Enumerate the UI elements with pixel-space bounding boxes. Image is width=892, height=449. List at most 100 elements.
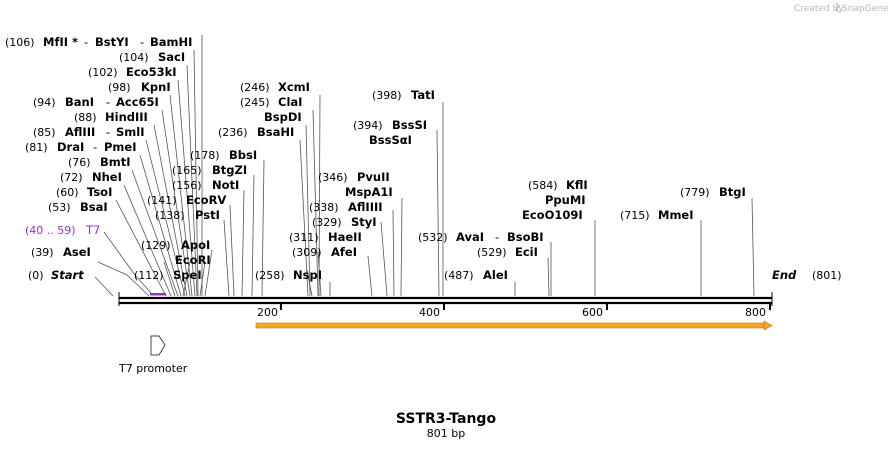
enzyme-label[interactable]: AseI <box>63 245 91 259</box>
enzyme-label[interactable]: StyI <box>351 215 377 229</box>
enzyme-label[interactable]: XcmI <box>278 80 310 94</box>
enzyme-label[interactable]: EcoRI <box>175 253 211 267</box>
enzyme-label[interactable]: Eco53kI <box>126 65 177 79</box>
enzyme-label[interactable]: AfeI <box>331 245 357 259</box>
enzyme-label[interactable]: BsaI <box>80 200 108 214</box>
ruler-tick-label: 400 <box>419 306 440 319</box>
enzyme-label[interactable]: EcoO109I <box>522 208 583 222</box>
enzyme-label[interactable]: HindIII <box>105 110 148 124</box>
enzyme-label[interactable]: PpuMI <box>545 193 586 207</box>
site-position: (85) <box>33 126 56 139</box>
site-position: (106) <box>5 36 35 49</box>
site-position: (98) <box>108 81 131 94</box>
enzyme-label[interactable]: TatI <box>411 88 435 102</box>
site-position: (53) <box>48 201 71 214</box>
enzyme-label[interactable]: Acc65I <box>116 95 159 109</box>
enzyme-label[interactable]: SpeI <box>173 268 202 282</box>
enzyme-label[interactable]: NotI <box>212 178 239 192</box>
site-position: (88) <box>74 111 97 124</box>
enzyme-label[interactable]: MfII * <box>43 35 78 49</box>
enzyme-label[interactable]: SacI <box>158 50 185 64</box>
enzyme-label[interactable]: PstI <box>195 208 220 222</box>
site-position: (338) <box>309 201 339 214</box>
enzyme-label[interactable]: NheI <box>92 170 122 184</box>
site-position: (779) <box>680 186 710 199</box>
enzyme-label[interactable]: MspA1I <box>345 185 393 199</box>
enzyme-label[interactable]: NspI <box>293 268 322 282</box>
t7-promoter-arrow-icon[interactable] <box>150 335 166 356</box>
site-position: (81) <box>25 141 48 154</box>
site-position: (165) <box>172 164 202 177</box>
start-label: Start <box>51 268 84 282</box>
separator: - <box>93 140 97 154</box>
enzyme-label[interactable]: PvuII <box>357 170 390 184</box>
enzyme-label[interactable]: EcoRV <box>186 193 226 207</box>
site-position: (102) <box>88 66 118 79</box>
snapgene-logo-icon <box>835 2 840 13</box>
backbone <box>118 292 773 306</box>
enzyme-label[interactable]: DraI <box>57 140 84 154</box>
site-position: (584) <box>528 179 558 192</box>
enzyme-label[interactable]: ApoI <box>181 238 210 252</box>
enzyme-label[interactable]: BssSI <box>392 118 427 132</box>
end-position: (801) <box>812 269 842 282</box>
site-position: (39) <box>31 246 54 259</box>
t7-promoter-label: T7 promoter <box>118 362 188 375</box>
enzyme-label[interactable]: BtgI <box>719 185 746 199</box>
enzyme-label[interactable]: BspDI <box>264 110 302 124</box>
t7-feature-range: (40 .. 59) <box>25 224 76 237</box>
enzyme-label[interactable]: BsaHI <box>257 125 294 139</box>
sequence-title: SSTR3-Tango <box>396 411 497 427</box>
enzyme-label[interactable]: BanI <box>65 95 94 109</box>
enzyme-label[interactable]: MmeI <box>658 208 694 222</box>
enzyme-label[interactable]: AvaI <box>456 230 484 244</box>
enzyme-label[interactable]: BssSαI <box>369 133 412 147</box>
enzyme-label[interactable]: KpnI <box>141 80 171 94</box>
enzyme-label[interactable]: BmtI <box>100 155 131 169</box>
leader-lines <box>94 35 755 297</box>
site-position: (258) <box>255 269 285 282</box>
ruler: 200 400 600 800 <box>257 304 771 319</box>
enzyme-label[interactable]: KflI <box>566 178 588 192</box>
enzyme-label[interactable]: AflIII <box>65 125 95 139</box>
site-position: (72) <box>60 171 83 184</box>
enzyme-label[interactable]: BsoBI <box>507 230 544 244</box>
enzyme-label[interactable]: ClaI <box>278 95 302 109</box>
site-position: (138) <box>155 209 185 222</box>
enzyme-label[interactable]: TsoI <box>87 185 112 199</box>
site-position: (178) <box>190 149 220 162</box>
site-position: (398) <box>372 89 402 102</box>
enzyme-label[interactable]: BbsI <box>229 148 257 162</box>
enzyme-label[interactable]: BamHI <box>150 35 192 49</box>
enzyme-label[interactable]: BstYI <box>95 35 129 49</box>
enzyme-label[interactable]: BtgZI <box>212 163 247 177</box>
orange-feature-arrow[interactable] <box>255 320 773 331</box>
enzyme-label[interactable]: AleI <box>483 268 508 282</box>
ruler-tick-label: 200 <box>257 306 278 319</box>
enzyme-label[interactable]: SmlI <box>116 125 145 139</box>
separator: - <box>106 125 110 139</box>
sequence-length: 801 bp <box>427 427 465 440</box>
enzyme-label[interactable]: AflIIII <box>348 200 383 214</box>
site-position: (104) <box>119 51 149 64</box>
ruler-tick-label: 800 <box>745 306 766 319</box>
site-position: (532) <box>418 231 448 244</box>
site-position: (156) <box>172 179 202 192</box>
enzyme-label[interactable]: PmeI <box>104 140 137 154</box>
separator: - <box>495 230 499 244</box>
enzyme-label[interactable]: EciI <box>515 245 538 259</box>
end-label: End <box>772 268 797 282</box>
site-position: (60) <box>56 186 79 199</box>
t7-feature-bar[interactable] <box>150 293 166 296</box>
start-position: (0) <box>28 269 44 282</box>
site-position: (236) <box>218 126 248 139</box>
enzyme-label[interactable]: HaeII <box>328 230 362 244</box>
site-position: (329) <box>312 216 342 229</box>
site-position: (246) <box>240 81 270 94</box>
site-position: (76) <box>68 156 91 169</box>
t7-feature-name[interactable]: T7 <box>85 223 100 237</box>
site-position: (346) <box>318 171 348 184</box>
site-position: (141) <box>147 194 177 207</box>
site-position: (529) <box>477 246 507 259</box>
